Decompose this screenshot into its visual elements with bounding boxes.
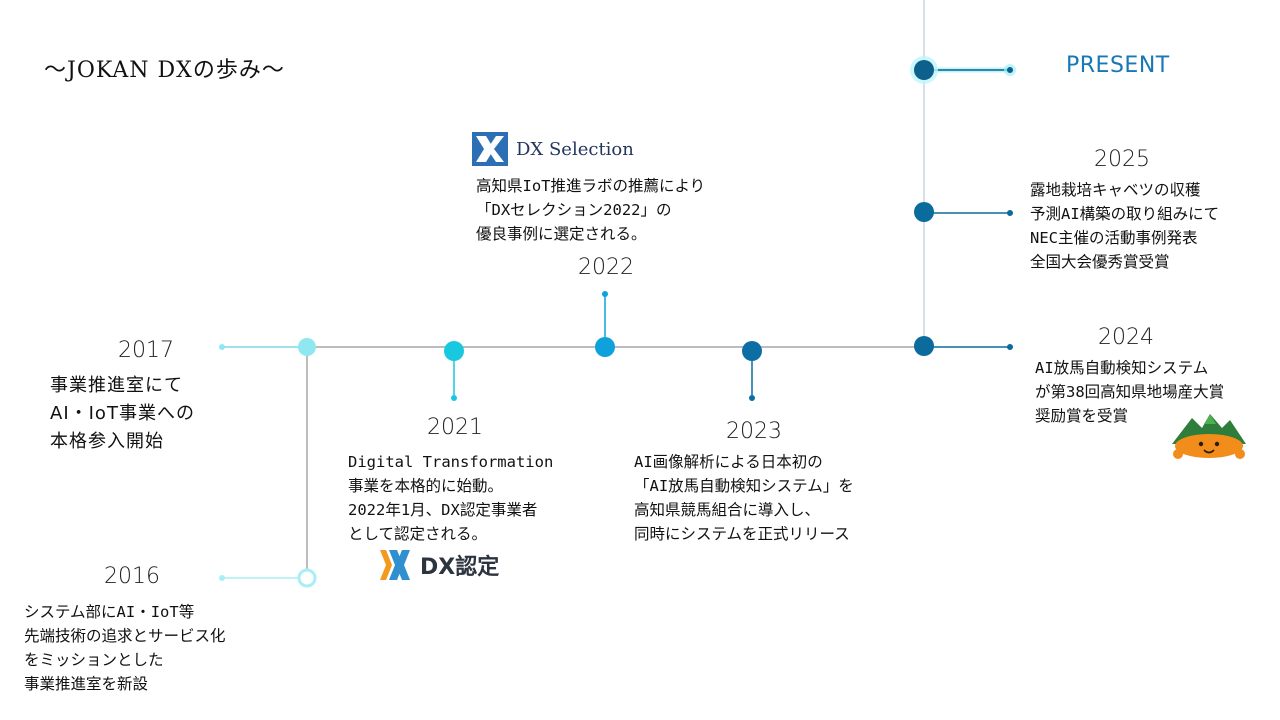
description-line: 先端技術の追求とサービス化: [24, 627, 226, 645]
description-line: AI画像解析による日本初の: [634, 453, 823, 471]
node-present: [914, 60, 934, 80]
description-2016: システム部にAI・IoT等 先端技術の追求とサービス化 をミッションとした 事業…: [24, 600, 226, 696]
description-line: NEC主催の活動事例発表: [1030, 229, 1198, 247]
dx-nintei-mark-icon: [380, 550, 410, 580]
dx-nintei-logo: DX認定: [380, 548, 499, 582]
description-line: システム部にAI・IoT等: [24, 603, 195, 621]
description-line: 「AI放馬自動検知システム」を: [634, 477, 854, 495]
description-line: AI・IoT事業への: [50, 403, 195, 424]
description-2023: AI画像解析による日本初の 「AI放馬自動検知システム」を 高知県競馬組合に導入…: [634, 450, 854, 546]
description-line: 露地栽培キャベツの収穫: [1030, 181, 1201, 199]
description-2025: 露地栽培キャベツの収穫 予測AI構築の取り組みにて NEC主催の活動事例発表 全…: [1030, 178, 1219, 274]
year-2021: 2021: [427, 415, 483, 440]
endpoint-present: [1007, 67, 1013, 73]
dx-selection-mark-icon: [472, 132, 508, 166]
description-2022: 高知県IoT推進ラボの推薦により 「DXセレクション2022」の 優良事例に選定…: [476, 174, 705, 246]
description-line: 高知県競馬組合に導入し、: [634, 501, 821, 519]
year-2023: 2023: [726, 419, 782, 444]
dx-selection-logo: DX Selection: [472, 132, 634, 166]
dx-nintei-label: DX認定: [420, 555, 500, 580]
description-line: をミッションとした: [24, 651, 164, 669]
description-line: 本格参入開始: [50, 431, 164, 452]
description-2017: 事業推進室にて AI・IoT事業への 本格参入開始: [50, 372, 195, 456]
year-2017: 2017: [118, 338, 174, 363]
dx-selection-label: DX Selection: [516, 138, 634, 160]
description-line: 事業を本格的に始動。: [348, 477, 504, 495]
endpoint-2017: [219, 344, 225, 350]
description-line: Digital Transformation: [348, 453, 554, 471]
description-line: 全国大会優秀賞受賞: [1030, 253, 1170, 271]
year-2025: 2025: [1094, 147, 1150, 172]
mascot-icon: [1172, 414, 1246, 459]
node-2023: [742, 341, 762, 361]
description-line: 予測AI構築の取り組みにて: [1030, 205, 1220, 223]
description-line: 事業推進室にて: [50, 375, 183, 396]
page-title: 〜JOKAN DXの歩み〜: [44, 58, 285, 83]
description-line: AI放馬自動検知システム: [1035, 359, 1209, 377]
endpoint-2022: [602, 291, 608, 297]
year-2024: 2024: [1098, 325, 1154, 350]
description-line: 同時にシステムを正式リリース: [634, 525, 850, 543]
present-label: PRESENT: [1066, 53, 1170, 78]
year-2022: 2022: [578, 255, 634, 280]
description-line: 高知県IoT推進ラボの推薦により: [476, 177, 706, 195]
description-line: 「DXセレクション2022」の: [476, 201, 672, 219]
node-2017: [298, 338, 316, 356]
description-line: 優良事例に選定される。: [476, 225, 647, 243]
description-line: が第38回高知県地場産大賞: [1035, 383, 1225, 401]
description-line: 2022年1月、DX認定事業者: [348, 501, 538, 519]
endpoint-2016: [219, 575, 225, 581]
description-2021: Digital Transformation 事業を本格的に始動。 2022年1…: [348, 450, 553, 546]
description-2024: AI放馬自動検知システム が第38回高知県地場産大賞 奨励賞を受賞: [1035, 356, 1224, 428]
node-2024: [914, 336, 934, 356]
node-2016: [297, 568, 317, 588]
node-2021: [444, 341, 464, 361]
node-2022: [595, 337, 615, 357]
description-line: 事業推進室を新設: [24, 675, 149, 693]
endpoint-2025: [1007, 210, 1013, 216]
endpoint-2023: [749, 395, 755, 401]
description-line: 奨励賞を受賞: [1035, 407, 1129, 425]
year-2016: 2016: [104, 564, 160, 589]
description-line: として認定される。: [348, 525, 488, 543]
endpoint-2021: [451, 395, 457, 401]
node-2025: [914, 202, 934, 222]
endpoint-2024: [1007, 344, 1013, 350]
